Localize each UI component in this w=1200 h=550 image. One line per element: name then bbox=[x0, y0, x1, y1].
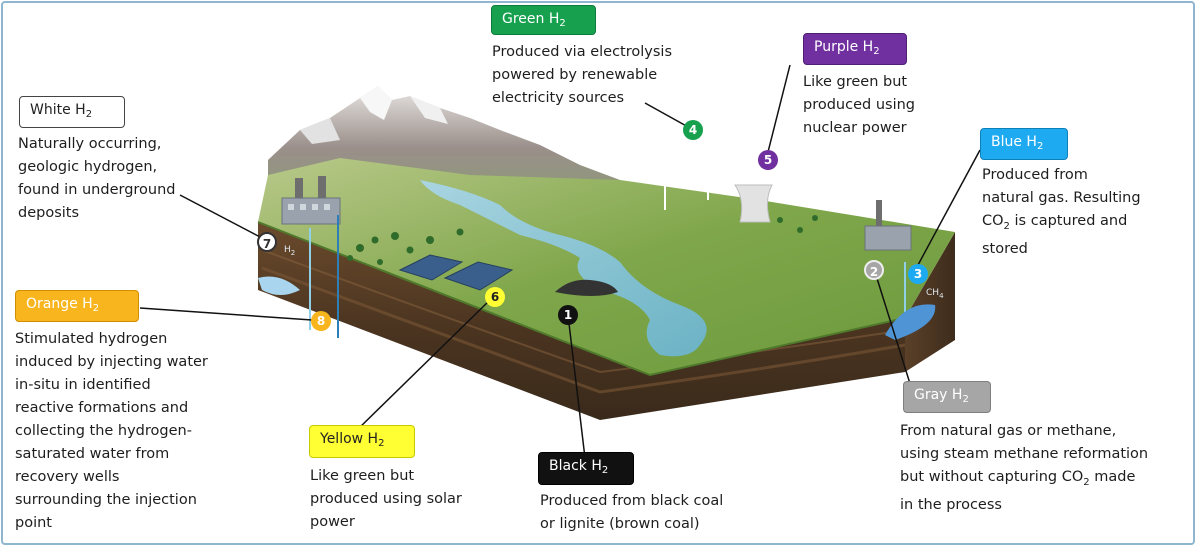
marker-7-white: 7 bbox=[257, 232, 277, 252]
yellow-h2-label: Yellow H2 bbox=[309, 425, 415, 458]
marker-3-blue: 3 bbox=[908, 264, 928, 284]
black-h2-label: Black H2 bbox=[538, 452, 634, 485]
orange-h2-label: Orange H2 bbox=[15, 290, 139, 322]
gray-h2-label: Gray H2 bbox=[903, 381, 991, 413]
marker-8-orange: 8 bbox=[311, 311, 331, 331]
white-h2-description: Naturally occurring,geologic hydrogen,fo… bbox=[18, 136, 176, 221]
marker-2-gray: 2 bbox=[864, 260, 884, 280]
white-h2-label: White H2 bbox=[19, 96, 125, 128]
marker-1-black: 1 bbox=[558, 305, 578, 325]
blue-h2-description: Produced from natural gas. Resulting CO2… bbox=[982, 167, 1141, 257]
well-h2-label: H2 bbox=[284, 245, 296, 257]
green-h2-label: Green H2 bbox=[491, 5, 596, 35]
purple-h2-label: Purple H2 bbox=[803, 33, 907, 65]
marker-5-purple: 5 bbox=[758, 150, 778, 170]
marker-6-yellow: 6 bbox=[485, 287, 505, 307]
blue-h2-label: Blue H2 bbox=[980, 128, 1068, 160]
gray-h2-description: From natural gas or methane, using steam… bbox=[900, 423, 1149, 513]
well-ch4-label: CH4 bbox=[926, 288, 944, 300]
marker-4-green: 4 bbox=[683, 120, 703, 140]
